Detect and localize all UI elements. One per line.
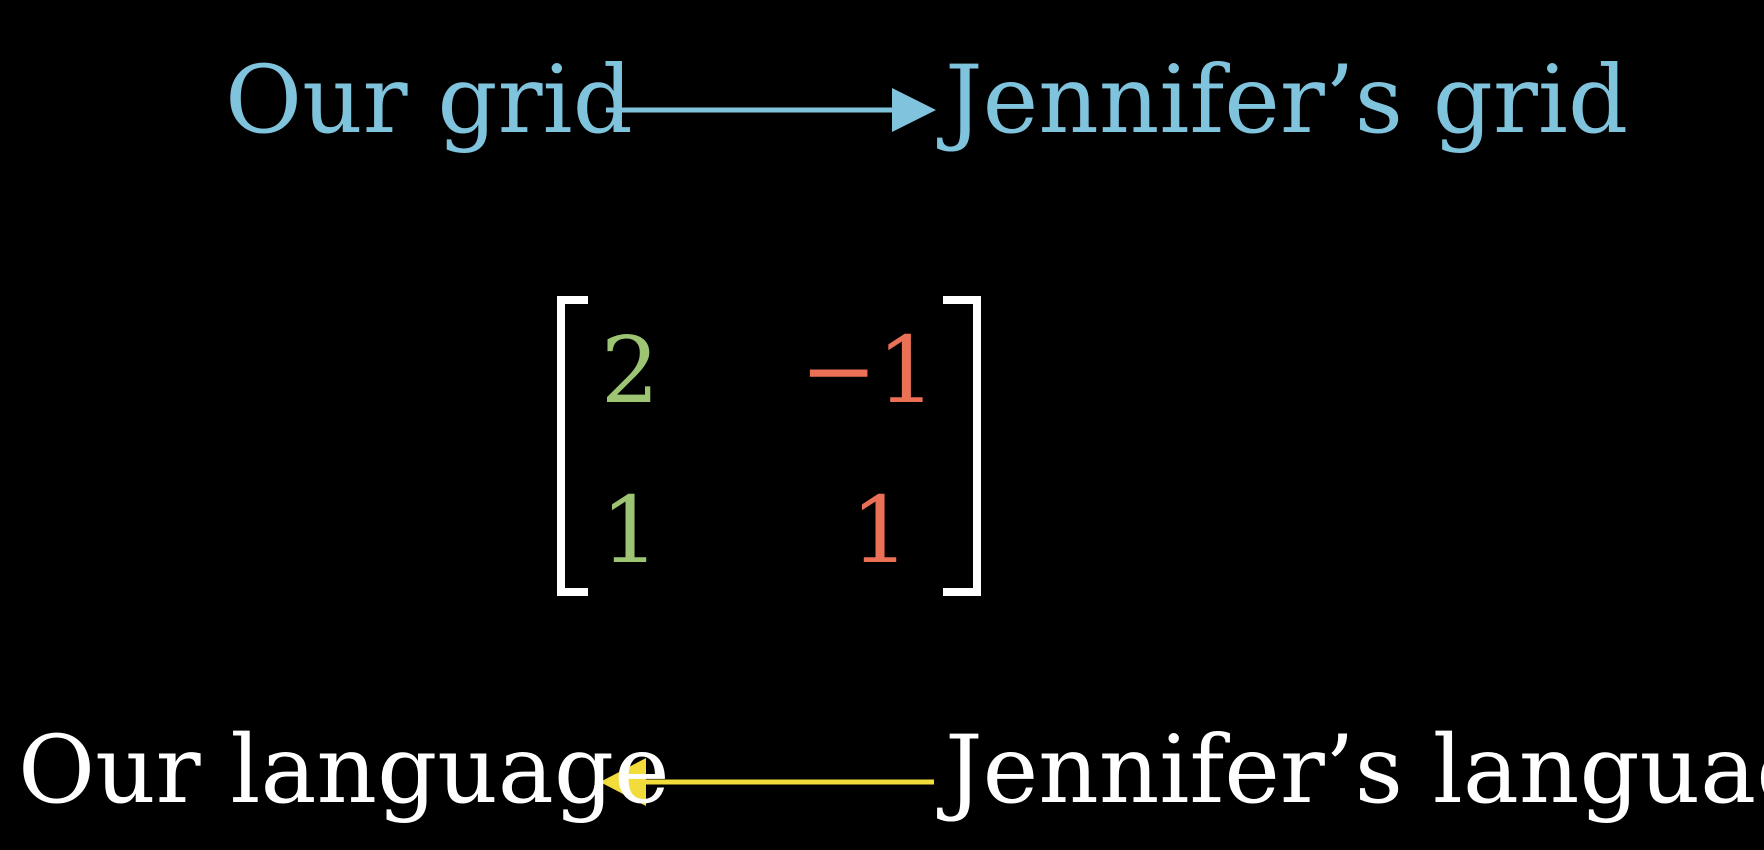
matrix-entry-r1-c2: −1	[800, 317, 936, 424]
matrix-left-bracket	[557, 296, 588, 596]
language-arrow	[600, 758, 934, 806]
our-grid-label: Our grid	[225, 46, 633, 155]
our-language-label: Our language	[18, 716, 670, 825]
jennifers-grid-label: Jennifer’s grid	[945, 46, 1629, 155]
matrix-entry-r1-c1: 2	[600, 317, 660, 424]
matrix-entry-r2-c2: 1	[850, 477, 910, 584]
jennifers-language-label: Jennifer’s language	[945, 716, 1764, 825]
grid-arrow-head	[892, 88, 936, 132]
matrix-right-bracket	[943, 296, 981, 596]
language-arrow-head	[600, 758, 646, 806]
matrix-entry-r2-c1: 1	[600, 477, 660, 584]
grid-arrow	[606, 88, 936, 132]
